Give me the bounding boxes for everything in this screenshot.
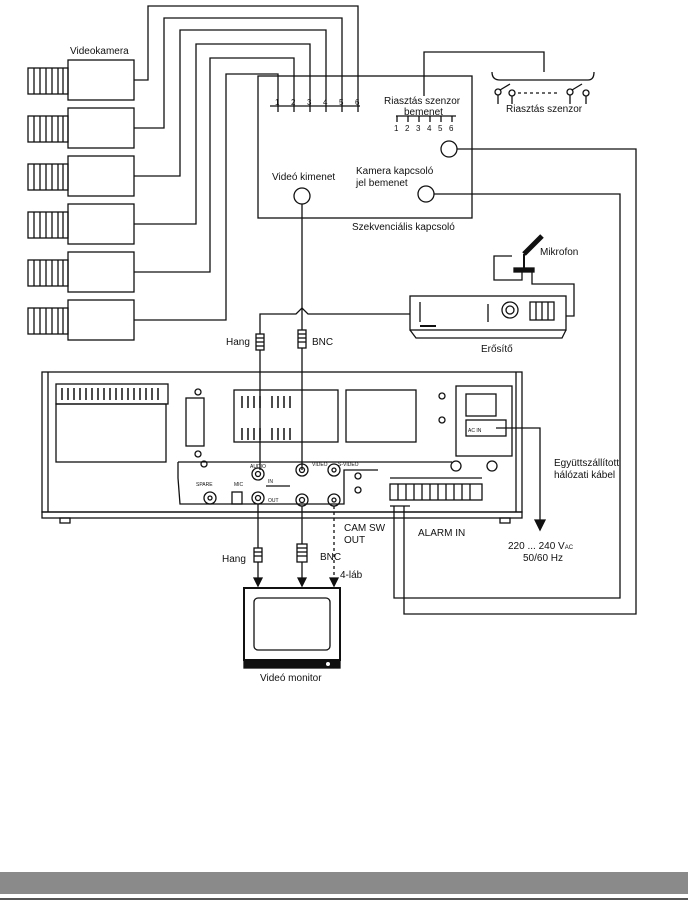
amplifier-audio-cable	[259, 307, 410, 334]
video-output-connector	[293, 187, 311, 205]
sequential-switcher-box	[257, 75, 473, 219]
alarm-input-comb	[396, 115, 456, 122]
svg-text:OUT: OUT	[268, 498, 279, 504]
alarm-sensor-cable	[423, 51, 595, 96]
camera-1	[27, 59, 135, 101]
svg-text:IN: IN	[268, 479, 273, 485]
alarm-jack-cable	[403, 148, 637, 615]
camera-switch-cable	[393, 193, 621, 599]
footer-bar	[0, 872, 688, 894]
camera-6	[27, 299, 135, 341]
camera-switch-connector	[417, 185, 435, 203]
svg-text:1: 1	[394, 124, 399, 133]
svg-text:4: 4	[427, 124, 432, 133]
label-camera-switch-input-1: Kamera kapcsoló	[356, 166, 434, 177]
svg-text:3: 3	[416, 124, 421, 133]
label-camera-switch-input-2: jel bemenet	[355, 178, 408, 189]
amplifier-body	[409, 295, 567, 339]
svg-text:MIC: MIC	[234, 482, 244, 488]
label-video-monitor: Videó monitor	[260, 673, 322, 684]
svg-text:6: 6	[449, 124, 454, 133]
label-sequential-switch: Szekvenciális kapcsoló	[352, 222, 455, 233]
label-cam-sw-out-1: CAM SW	[344, 523, 386, 534]
svg-text:AUDIO: AUDIO	[250, 464, 266, 470]
bnc-plug-bottom	[296, 506, 308, 588]
svg-text:6: 6	[355, 98, 360, 107]
label-bnc-top: BNC	[312, 337, 333, 348]
microphone-cable	[493, 255, 523, 281]
microphone-icon	[513, 234, 544, 273]
power-cable	[496, 427, 541, 530]
vcr-panel-labels: AUDIO VIDEO S-VIDEO IN OUT SPARE MIC AC …	[196, 428, 482, 504]
vcr-rear-panel	[41, 371, 523, 524]
camera-2	[27, 107, 135, 149]
label-supplied-cable-2: hálózati kábel	[554, 470, 615, 481]
alarm-input-terminal-labels: 1 2 3 4 5 6	[394, 124, 454, 133]
audio-plug-bottom	[252, 504, 264, 588]
footer-divider	[0, 898, 688, 900]
svg-text:2: 2	[291, 98, 296, 107]
label-videocamera: Videokamera	[70, 46, 129, 57]
camera-3	[27, 155, 135, 197]
svg-text:1: 1	[275, 98, 280, 107]
switch-terminal-labels: 1 2 3 4 5 6	[275, 98, 360, 107]
svg-text:5: 5	[339, 98, 344, 107]
svg-text:3: 3	[307, 98, 312, 107]
label-audio-top: Hang	[226, 337, 250, 348]
video-monitor-icon	[243, 587, 341, 669]
bnc-plug-top	[297, 329, 307, 470]
svg-text:VIDEO: VIDEO	[312, 462, 328, 468]
label-alarm-sensor-input-2: bemenet	[404, 107, 443, 118]
svg-text:2: 2	[405, 124, 410, 133]
microphone-to-amp-cable	[531, 270, 575, 317]
svg-text:S-VIDEO: S-VIDEO	[338, 462, 359, 468]
label-supplied-cable-1: Együttszállított	[554, 458, 619, 469]
alarm-jack-connector	[440, 140, 458, 158]
label-cam-sw-out-2: OUT	[344, 535, 365, 546]
label-alarm-sensor: Riasztás szenzor	[506, 104, 583, 115]
svg-text:4: 4	[323, 98, 328, 107]
svg-text:AC IN: AC IN	[468, 428, 482, 434]
svideo-cable-dashed	[328, 506, 340, 588]
label-bnc-bottom: BNC	[320, 552, 341, 563]
svg-text:SPARE: SPARE	[196, 482, 213, 488]
label-power-frequency: 50/60 Hz	[523, 553, 563, 564]
label-alarm-in: ALARM IN	[418, 528, 465, 539]
label-amplifier: Erősítő	[481, 344, 513, 355]
label-alarm-sensor-input-1: Riasztás szenzor	[384, 96, 461, 107]
label-power-voltage: 220 ... 240 VAC	[508, 541, 574, 552]
label-audio-bottom: Hang	[222, 554, 246, 565]
label-video-output: Videó kimenet	[272, 172, 335, 183]
alarm-sensor-switch	[494, 83, 590, 104]
svg-text:5: 5	[438, 124, 443, 133]
camera-4	[27, 203, 135, 245]
camera-5	[27, 251, 135, 293]
label-four-pin: 4-láb	[340, 570, 363, 581]
label-microphone: Mikrofon	[540, 247, 578, 258]
audio-plug-top	[255, 333, 265, 470]
camera-cables	[134, 5, 360, 321]
